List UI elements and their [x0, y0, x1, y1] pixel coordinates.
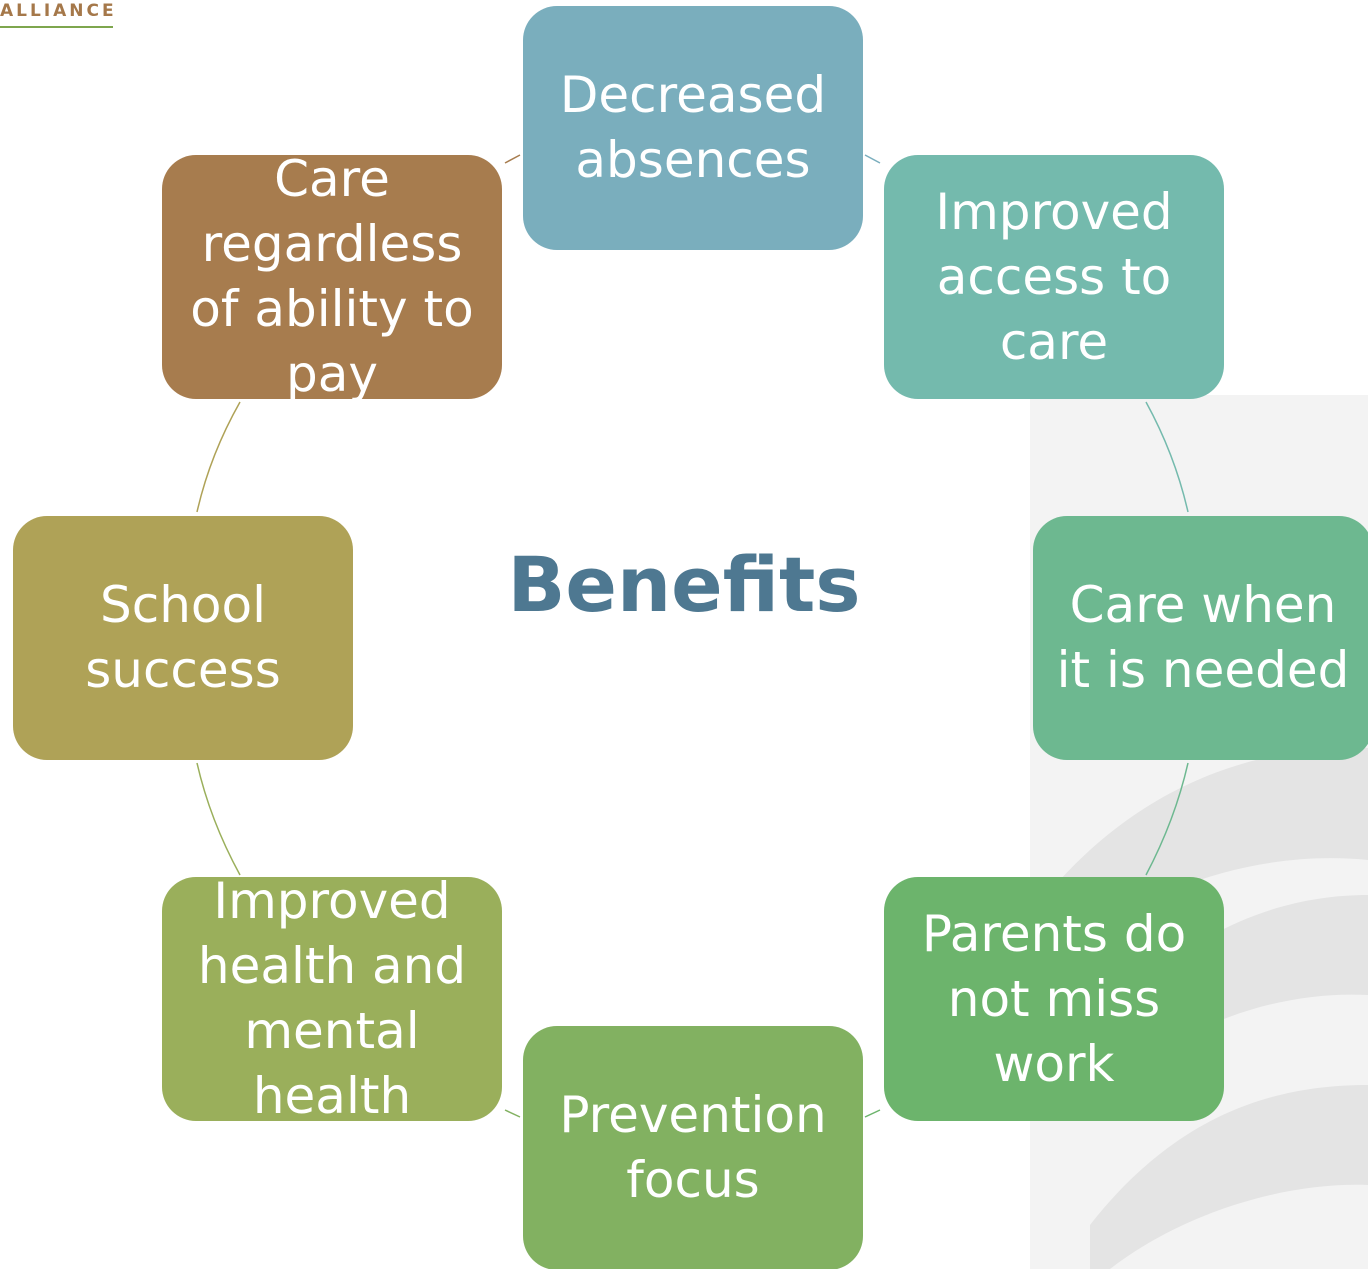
connector-4-5	[864, 1109, 881, 1118]
connector-6-7	[196, 762, 241, 876]
alliance-logo: ALLIANCE	[0, 0, 113, 28]
node-care-regardless-of-ability-to-pay: Care regardless of ability to pay	[162, 150, 502, 403]
node-parents-do-not-miss-work: Parents do not miss work	[884, 877, 1224, 1121]
node-improved-health-and-mental-health: Improved health and mental health	[162, 872, 502, 1125]
node-prevention-focus: Prevention focus	[523, 1026, 863, 1269]
node-improved-access-to-care: Improved access to care	[884, 155, 1224, 399]
node-label: Care when it is needed	[1056, 576, 1350, 699]
connector-5-6	[504, 1109, 521, 1118]
connector-1-2	[864, 154, 881, 164]
connector-3-4	[1145, 762, 1189, 876]
node-label: Prevention focus	[559, 1086, 827, 1209]
node-school-success: School success	[13, 516, 353, 760]
node-label: Care regardless of ability to pay	[190, 150, 474, 403]
logo-text: ALLIANCE	[0, 1, 113, 21]
node-label: Improved health and mental health	[197, 872, 467, 1125]
connector-8-1	[504, 154, 521, 164]
node-label: Decreased absences	[559, 66, 827, 189]
connector-7-8	[196, 401, 241, 513]
node-decreased-absences: Decreased absences	[523, 6, 863, 250]
node-label: School success	[85, 576, 281, 699]
connector-2-3	[1145, 401, 1189, 513]
node-label: Parents do not miss work	[921, 904, 1187, 1093]
node-care-when-needed: Care when it is needed	[1033, 516, 1368, 760]
center-title: Benefits	[507, 540, 861, 629]
node-label: Improved access to care	[935, 182, 1173, 371]
